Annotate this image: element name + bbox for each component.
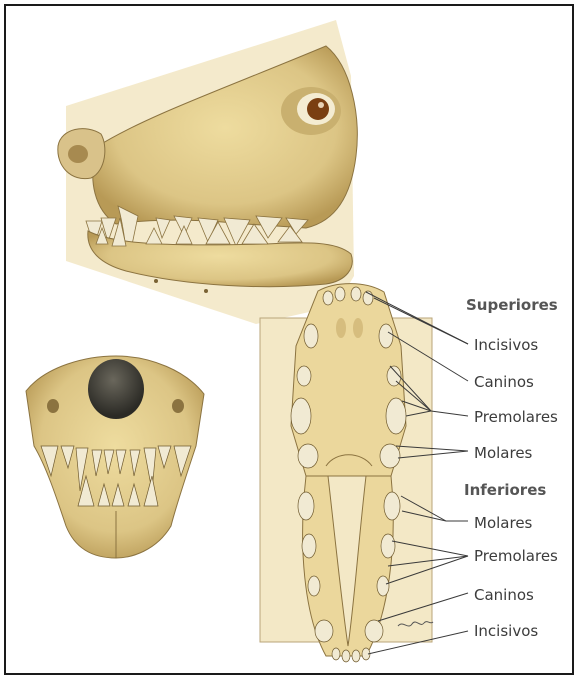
label-incisivos-superior: Incisivos — [474, 336, 538, 354]
nose-dark-icon — [88, 359, 144, 419]
eye-icon — [307, 98, 329, 120]
label-premolares-superior: Premolares — [474, 408, 558, 426]
label-molares-inferior: Molares — [474, 514, 532, 532]
label-caninos-inferior: Caninos — [474, 586, 534, 604]
label-premolares-inferior: Premolares — [474, 547, 558, 565]
label-incisivos-inferior: Incisivos — [474, 622, 538, 640]
label-caninos-superior: Caninos — [474, 373, 534, 391]
label-inferiores: Inferiores — [464, 481, 546, 499]
label-superiores: Superiores — [466, 296, 558, 314]
figure-frame: Superiores Incisivos Caninos Premolares … — [4, 4, 574, 675]
dog-skull-front-illustration — [26, 356, 204, 558]
label-molares-superior: Molares — [474, 444, 532, 462]
